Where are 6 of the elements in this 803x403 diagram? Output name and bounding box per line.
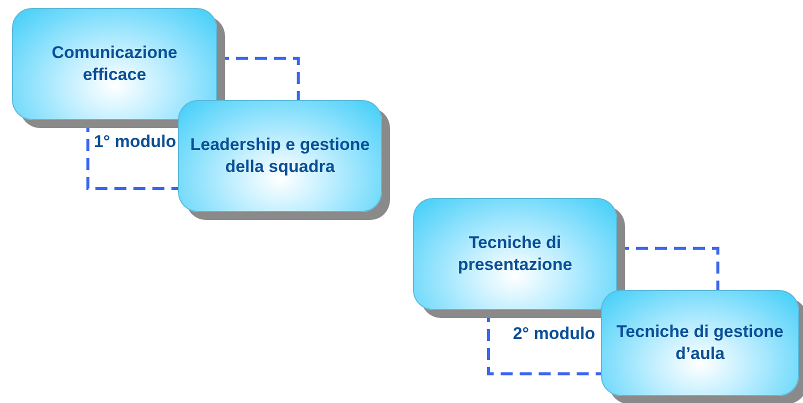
box-text: Tecniche di gestione d’aula [616,321,784,365]
box-text: Leadership e gestione della squadra [189,134,371,178]
box-text: Tecniche di presentazione [456,232,574,276]
box-text: Comunicazione efficace [50,42,178,86]
module-label: 2° modulo [512,323,596,345]
module-label: 1° modulo [92,131,178,153]
